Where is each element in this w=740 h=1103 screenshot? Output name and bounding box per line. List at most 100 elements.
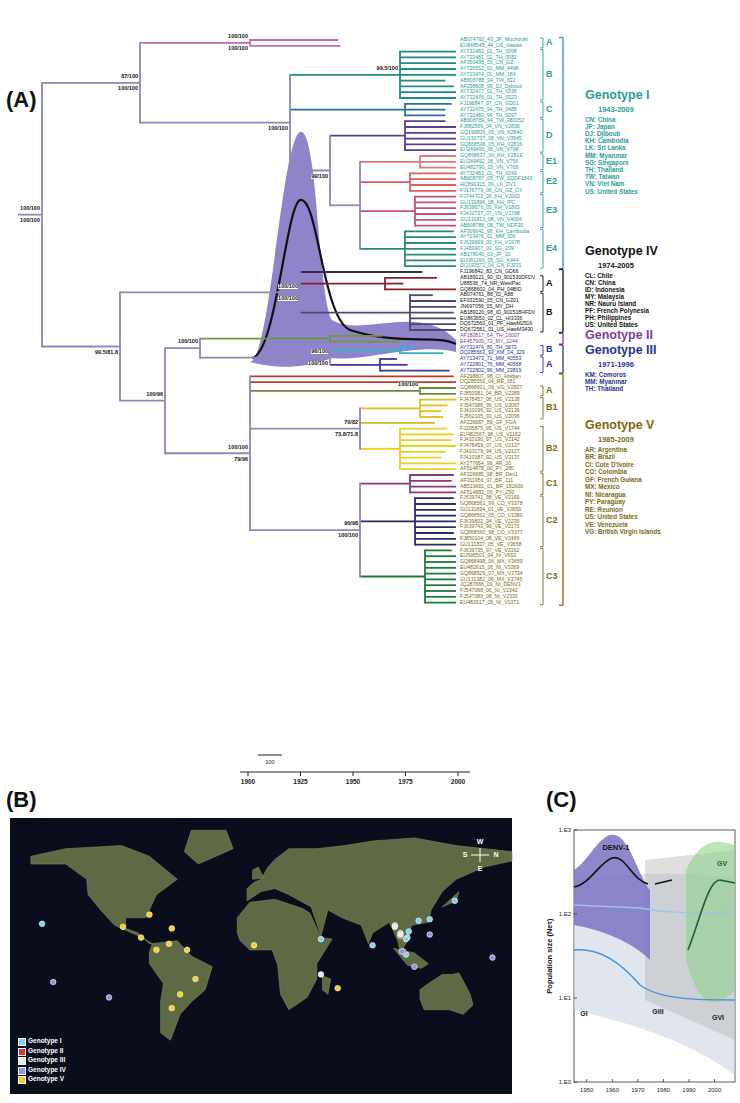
tree-branch xyxy=(385,277,437,279)
tree-branch xyxy=(405,143,456,145)
date-range: 1985-2009 xyxy=(598,436,634,444)
country-code: PY: Paraguay xyxy=(585,499,625,506)
clade-letter: A xyxy=(546,38,553,48)
continent xyxy=(322,976,330,994)
axis-label: 1960 xyxy=(606,1087,619,1094)
genotype-bracket xyxy=(559,268,563,269)
map-marker xyxy=(193,976,199,982)
axis-title: Population size (Neτ) xyxy=(547,918,555,993)
tree-branch xyxy=(330,135,405,137)
axis-label: 1975 xyxy=(398,778,412,785)
tree-branch xyxy=(405,138,456,140)
scale-bar xyxy=(258,755,282,756)
date-range: 1974-2005 xyxy=(598,262,634,270)
tree-branch xyxy=(420,393,456,395)
group-bracket xyxy=(540,169,543,170)
map-marker xyxy=(106,995,112,1001)
map-marker xyxy=(318,936,324,942)
tree-branch xyxy=(420,410,441,412)
map-marker xyxy=(403,936,409,942)
tree-branch xyxy=(140,42,250,44)
tree-branch xyxy=(415,538,456,540)
genotype-bracket xyxy=(559,343,563,344)
tree-branch xyxy=(410,486,456,488)
tree-branch xyxy=(400,439,452,441)
map-marker xyxy=(392,924,398,930)
group-bracket xyxy=(540,119,543,120)
group-bracket xyxy=(540,171,543,172)
tree-branch xyxy=(425,602,456,604)
map-marker xyxy=(412,964,418,970)
clade-letter: C xyxy=(546,105,553,115)
axis-label: 1.E3 xyxy=(559,827,571,834)
map-marker xyxy=(406,929,412,935)
tree-branch xyxy=(250,375,454,377)
map-marker xyxy=(452,898,458,904)
country-code: NR: Nauru Island xyxy=(585,301,636,308)
tree-branch xyxy=(400,433,454,435)
tree-branch xyxy=(405,236,456,238)
tree-branch xyxy=(405,132,456,134)
tree-branch xyxy=(250,45,340,47)
tree-branch xyxy=(410,317,456,319)
tree-branch xyxy=(425,561,456,563)
tree-branch xyxy=(420,387,456,389)
tree-branch xyxy=(360,407,420,409)
tree-branch xyxy=(360,181,410,183)
tree-branch xyxy=(410,306,456,308)
tree-branch xyxy=(410,300,456,302)
map-marker xyxy=(154,947,160,953)
country-code: AR: Argentina xyxy=(585,447,627,454)
tree-branch xyxy=(415,509,456,511)
tree-branch xyxy=(405,126,456,128)
tree-branch xyxy=(360,483,410,485)
group-bracket xyxy=(543,154,544,170)
group-bracket xyxy=(540,117,543,118)
axis-label: 2000 xyxy=(451,778,465,785)
tree-branch xyxy=(425,584,456,586)
tree-branch xyxy=(415,544,456,546)
tree-branch xyxy=(405,149,456,151)
genotype-bracket xyxy=(559,344,563,345)
country-code: DJ: Djibouti xyxy=(585,131,620,138)
country-code: US: United States xyxy=(585,322,638,329)
legend-label: Genotype II xyxy=(28,1047,63,1054)
tree-branch xyxy=(415,515,456,517)
group-bracket xyxy=(543,427,544,472)
country-code: CI: Cote D'Ivoire xyxy=(585,462,634,469)
country-code: US: United States xyxy=(585,514,638,521)
country-code: MX: Mexico xyxy=(585,484,620,491)
gi-line xyxy=(574,905,735,913)
axis-label: 1925 xyxy=(293,778,307,785)
tree-branch xyxy=(200,338,330,340)
axis-label: 1900 xyxy=(241,778,255,785)
tree-branch xyxy=(360,422,435,424)
genotype-title: Genotype II xyxy=(585,329,653,343)
country-code: LK: Sri Lanka xyxy=(585,145,626,152)
axis-tick xyxy=(637,1079,638,1082)
tree-branch xyxy=(410,323,456,325)
genotype-bracket xyxy=(562,333,563,344)
series-label: GIII xyxy=(652,1008,663,1016)
tree-branch xyxy=(330,204,360,206)
map-marker xyxy=(169,926,175,932)
tree-branch xyxy=(200,357,330,359)
support-value: 100/100 xyxy=(338,533,358,539)
group-bracket xyxy=(540,546,543,547)
gv-line xyxy=(688,880,735,950)
tree-branch xyxy=(425,555,456,557)
support-value: 99.5/81.8 xyxy=(95,350,118,356)
tree-branch xyxy=(400,457,441,459)
country-code: VN: Viet Nam xyxy=(585,181,624,188)
clade-letter: A xyxy=(546,279,553,289)
denv1-line xyxy=(574,858,648,887)
map-marker xyxy=(335,985,341,991)
country-code: PH: Philippines xyxy=(585,315,631,322)
map-marker xyxy=(427,932,433,938)
tree-branch xyxy=(410,178,456,180)
tree-branch xyxy=(410,329,456,331)
clade-letter: B2 xyxy=(546,444,558,454)
chart-frame xyxy=(574,830,735,1082)
clade-letter: C1 xyxy=(546,479,558,489)
tree-branch xyxy=(360,248,405,250)
